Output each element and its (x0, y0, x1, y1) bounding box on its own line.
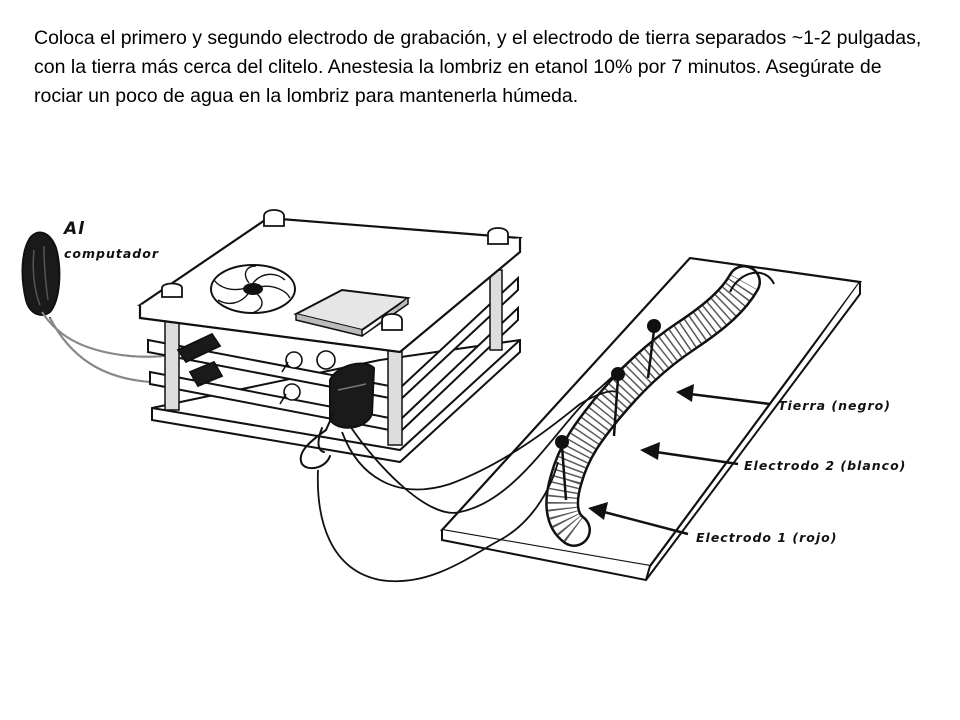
label-electrode-2: Electrodo 2 (blanco) (744, 458, 906, 473)
instructions-text: Coloca el primero y segundo electrodo de… (34, 27, 922, 107)
electrode-1-pin (555, 435, 569, 501)
ground-pin (646, 319, 661, 379)
label-computer-line1: Al (62, 219, 85, 239)
label-computer-line2: computador (64, 246, 159, 261)
arrow-electrode-2 (640, 442, 739, 466)
toggle-switches (279, 350, 336, 405)
usb-port-plug (176, 332, 224, 388)
arrow-ground (676, 384, 771, 406)
electrode-2-pin (611, 367, 625, 437)
amplifier-board-stack (137, 216, 523, 464)
earthworm (545, 265, 775, 547)
usb-plug (21, 231, 61, 316)
cooling-fan (210, 264, 296, 314)
arrow-electrode-1 (588, 502, 689, 536)
corner-screws (161, 209, 509, 331)
label-electrode-1: Electrodo 1 (rojo) (696, 530, 837, 545)
electrode-wires (316, 341, 653, 583)
label-ground: Tierra (negro) (778, 398, 891, 413)
electrode-cable-connector (299, 362, 376, 470)
